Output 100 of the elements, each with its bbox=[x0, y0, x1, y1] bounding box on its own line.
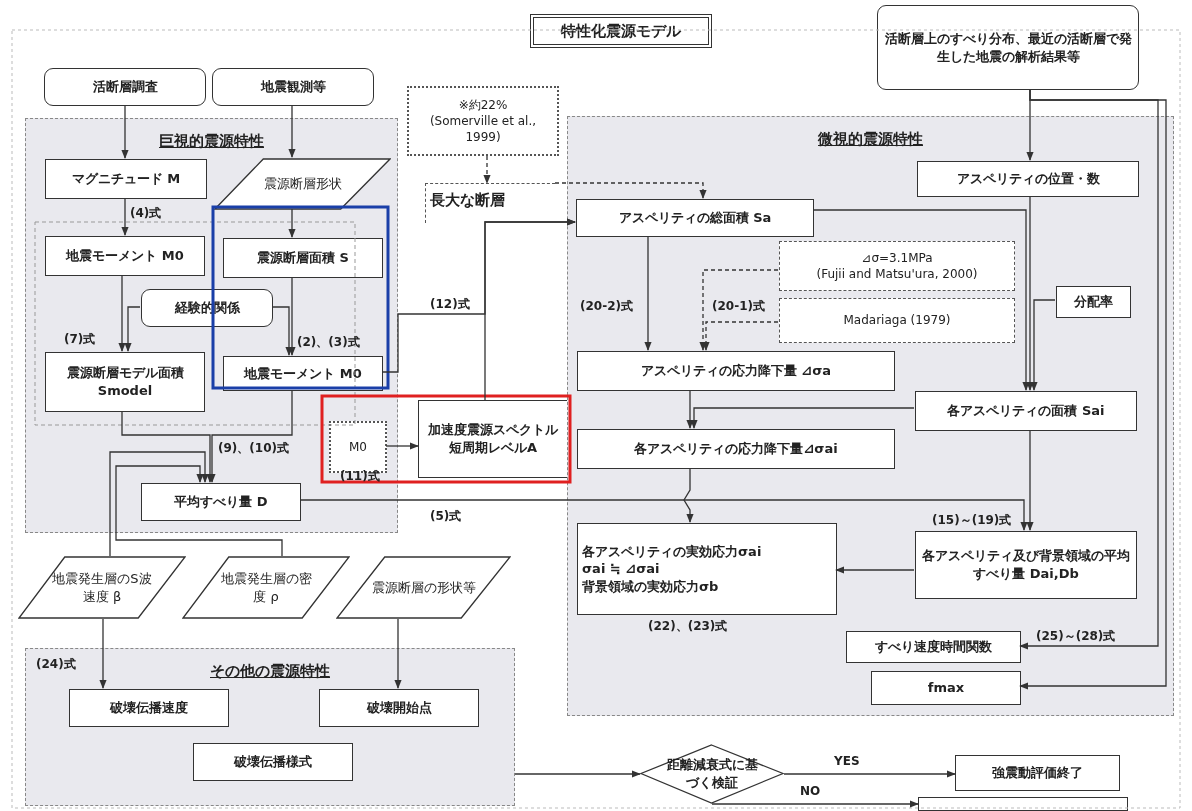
node-text: 破壊伝播速度 bbox=[108, 699, 189, 717]
group-panel bbox=[25, 118, 398, 533]
node-text: 分配率 bbox=[1073, 293, 1114, 311]
node-text: 地震発生層のS波速度 β bbox=[51, 569, 153, 606]
arrow bbox=[124, 306, 141, 352]
edge-label: (24)式 bbox=[36, 656, 76, 673]
rounded-box bbox=[212, 68, 374, 106]
process-box bbox=[577, 523, 837, 615]
edge-label: (25)～(28)式 bbox=[1036, 628, 1116, 645]
node-text: 各アスペリティの応力降下量⊿σai bbox=[633, 440, 839, 458]
formula-note: (22)、(23)式 bbox=[648, 618, 728, 635]
arrow bbox=[699, 269, 779, 351]
node-text: σai ≒ ⊿σai bbox=[581, 560, 661, 578]
rounded-box bbox=[877, 5, 1139, 90]
edge-label: (15)～(19)式 bbox=[932, 512, 1012, 529]
process-box bbox=[577, 429, 895, 469]
arrow bbox=[121, 410, 214, 483]
arrow bbox=[118, 274, 126, 352]
arrow bbox=[711, 800, 919, 808]
arrow bbox=[683, 467, 694, 523]
node-text: マグニチュード M bbox=[70, 170, 182, 188]
node-text: 活断層調査 bbox=[91, 78, 159, 96]
node-text: アスペリティの総面積 Sa bbox=[617, 209, 773, 227]
edge-label: (2)、(3)式 bbox=[297, 334, 360, 351]
arrow bbox=[1030, 299, 1056, 391]
arrow bbox=[299, 499, 1028, 531]
arrow bbox=[99, 618, 107, 689]
title-box bbox=[530, 14, 712, 48]
arrow bbox=[271, 306, 293, 356]
note-box bbox=[407, 86, 559, 156]
process-box bbox=[918, 797, 1128, 811]
arrow bbox=[288, 276, 296, 356]
arrow bbox=[702, 321, 779, 351]
process-box bbox=[871, 671, 1021, 705]
group-panel bbox=[567, 116, 1174, 716]
arrow bbox=[121, 105, 129, 159]
process-box bbox=[955, 755, 1120, 791]
node-text: fmax bbox=[926, 679, 966, 697]
edge-label: (12)式 bbox=[430, 296, 470, 313]
data-parallelogram bbox=[214, 158, 391, 210]
decision-diamond bbox=[640, 744, 784, 804]
rounded-box bbox=[44, 68, 206, 106]
node-text: 長大な断層 bbox=[429, 190, 506, 211]
node-text: 強震動評価終了 bbox=[991, 764, 1084, 782]
process-box bbox=[45, 159, 207, 199]
node-text: 地震モーメント M0 bbox=[242, 364, 363, 383]
arrow bbox=[483, 155, 491, 184]
data-parallelogram bbox=[182, 556, 350, 619]
node-text: 背景領域の実効応力σb bbox=[581, 577, 720, 596]
edge-label: YES bbox=[834, 754, 860, 768]
process-box bbox=[418, 400, 568, 478]
arrow bbox=[1026, 429, 1034, 531]
edge-label: NO bbox=[800, 784, 821, 798]
node-text: アスペリティの応力降下量 ⊿σa bbox=[639, 362, 833, 380]
node-text: 震源断層面積 S bbox=[256, 249, 350, 267]
process-box bbox=[915, 531, 1137, 599]
process-box bbox=[223, 238, 383, 278]
edge-label: (7)式 bbox=[64, 331, 96, 348]
node-text: 震源断層モデル面積 Smodel bbox=[65, 364, 185, 400]
process-box bbox=[577, 351, 895, 391]
arrow bbox=[835, 566, 915, 574]
process-box bbox=[1056, 286, 1131, 318]
arrow bbox=[394, 618, 402, 689]
process-box bbox=[141, 483, 301, 521]
arrow bbox=[783, 770, 956, 778]
node-text: 震源断層の形状等 bbox=[370, 578, 477, 597]
arrow bbox=[690, 407, 915, 429]
process-box bbox=[846, 631, 1021, 663]
node-text: (Somerville et al., 1999) bbox=[428, 112, 538, 146]
node-text: (Fujii and Matsu'ura, 2000) bbox=[815, 266, 979, 283]
node-text: 地震発生層の密度 ρ bbox=[219, 569, 313, 606]
node-text: アスペリティの位置・数 bbox=[955, 170, 1101, 188]
arrow bbox=[115, 465, 283, 557]
node-text: 距離減衰式に基づく検証 bbox=[665, 756, 759, 792]
edge-label: (11)式 bbox=[340, 468, 380, 485]
node-text: 各アスペリティの実効応力σai bbox=[581, 542, 763, 561]
node-text: 各アスペリティの面積 Sai bbox=[946, 402, 1106, 420]
process-box bbox=[193, 743, 353, 781]
node-text: ⊿σ=3.1MPa bbox=[860, 249, 934, 266]
arrow bbox=[109, 451, 209, 557]
node-text: 各アスペリティ及び背景領域の平均すべり量 Dai,Db bbox=[921, 547, 1131, 583]
dashed-region bbox=[425, 183, 555, 223]
process-box bbox=[917, 161, 1139, 197]
arrow bbox=[812, 209, 1030, 391]
node-text: Madariaga (1979) bbox=[842, 312, 952, 329]
edge-label: (5)式 bbox=[430, 508, 462, 525]
arrow bbox=[208, 389, 293, 483]
node-text: 地震モーメント M0 bbox=[64, 247, 185, 265]
node-text: 破壊開始点 bbox=[365, 699, 433, 717]
process-box bbox=[45, 352, 205, 412]
edge-label: (4)式 bbox=[130, 205, 162, 222]
process-box bbox=[576, 199, 814, 237]
note-box bbox=[779, 241, 1015, 291]
arrow bbox=[514, 770, 641, 778]
node-text: すべり速度時間関数 bbox=[874, 638, 993, 656]
arrow bbox=[288, 208, 296, 238]
arrow bbox=[554, 182, 707, 199]
node-text: 加速度震源スペクトル短周期レベルA bbox=[427, 421, 559, 457]
edge-label: (20-2)式 bbox=[580, 298, 633, 315]
node-text: 震源断層形状 bbox=[262, 175, 343, 193]
